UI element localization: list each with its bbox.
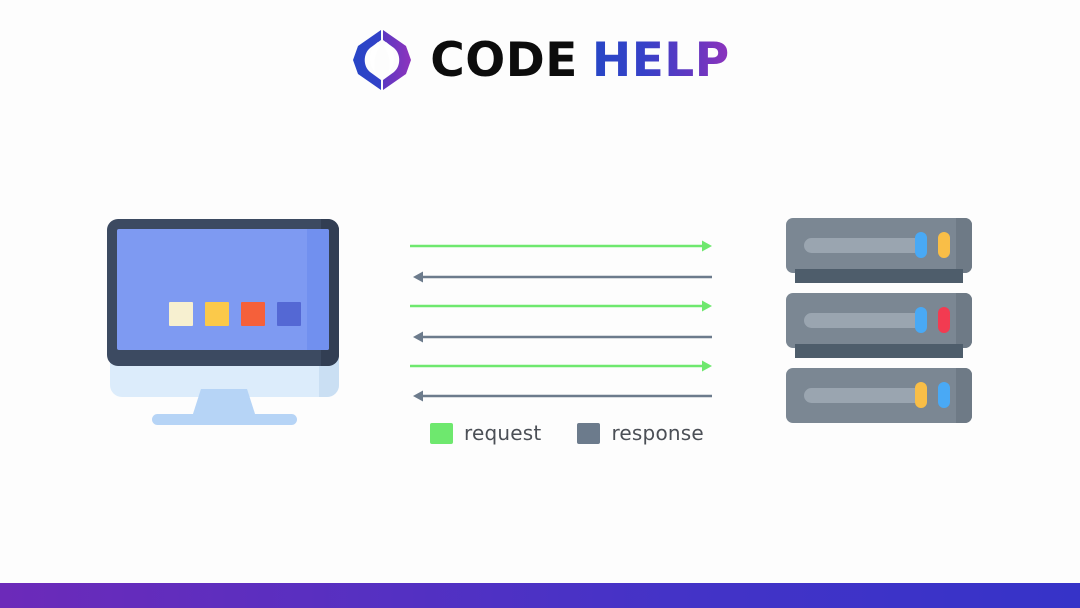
footer-accent-bar xyxy=(0,583,1080,608)
monitor-screen xyxy=(117,229,329,350)
monitor-stand-base xyxy=(152,414,297,425)
server-unit-leds xyxy=(915,307,950,333)
server-stack xyxy=(786,218,976,423)
server-unit-faceplate-bar xyxy=(804,313,922,328)
traffic-legend: request response xyxy=(430,420,704,446)
dock-tile-cream xyxy=(169,302,193,326)
server-unit-shadow xyxy=(956,293,972,348)
monitor-screen-right-band xyxy=(307,229,329,350)
server-unit-middle xyxy=(786,293,972,348)
client-monitor xyxy=(107,219,342,429)
arrow-response-3 xyxy=(413,390,712,402)
monitor-screen-dock xyxy=(169,302,301,326)
arrow-request-3 xyxy=(410,360,712,372)
legend-request: request xyxy=(430,421,541,445)
led-amber xyxy=(915,382,927,408)
server-divider-lower xyxy=(795,344,963,358)
dock-tile-amber xyxy=(205,302,229,326)
arrow-response-1 xyxy=(413,271,712,283)
legend-request-label: request xyxy=(464,421,542,445)
led-blue xyxy=(915,232,927,258)
legend-response-label: response xyxy=(611,421,704,445)
server-unit-leds xyxy=(915,232,950,258)
legend-response-swatch xyxy=(577,422,601,444)
monitor-stand-neck xyxy=(192,389,256,417)
led-amber xyxy=(938,232,950,258)
legend-response: response xyxy=(577,421,704,445)
server-unit-top xyxy=(786,218,972,273)
arrow-request-2 xyxy=(410,300,712,312)
traffic-arrow-diagram xyxy=(405,232,720,412)
server-divider-upper xyxy=(795,269,963,283)
arrow-response-2 xyxy=(413,331,712,343)
arrow-request-1 xyxy=(410,240,712,252)
server-unit-bottom xyxy=(786,368,972,423)
brand-word-code: CODE xyxy=(430,32,578,88)
server-unit-shadow xyxy=(956,368,972,423)
dock-tile-blue xyxy=(277,302,301,326)
legend-request-swatch xyxy=(430,422,453,444)
led-red xyxy=(938,307,950,333)
server-unit-leds xyxy=(915,382,950,408)
led-blue xyxy=(938,382,950,408)
server-unit-shadow xyxy=(956,218,972,273)
traffic-arrows-svg xyxy=(410,240,712,402)
server-unit-faceplate-bar xyxy=(804,238,922,253)
brand-wordmark: CODE HELP xyxy=(430,37,729,84)
led-blue xyxy=(915,307,927,333)
brand-word-help: HELP xyxy=(591,32,730,88)
codehelp-diamond-logo-icon xyxy=(353,30,412,90)
server-unit-faceplate-bar xyxy=(804,388,922,403)
brand-header: CODE HELP xyxy=(0,24,1080,96)
dock-tile-orange xyxy=(241,302,265,326)
